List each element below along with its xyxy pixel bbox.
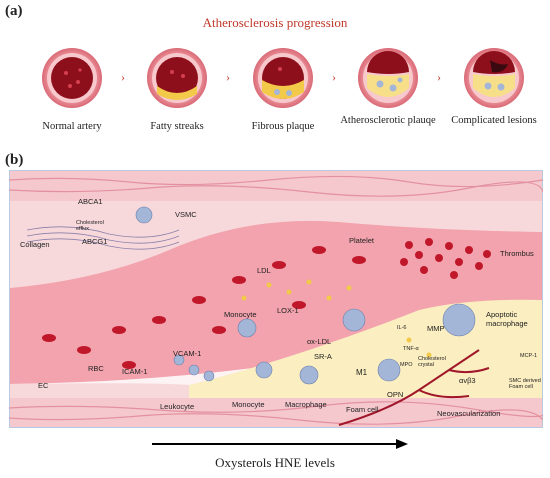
stage-complicated-lesions: [464, 48, 524, 108]
label-mmp: MMP: [427, 324, 445, 333]
progression-title: Atherosclerosis progression: [202, 15, 348, 30]
label-foam-cell: Foam cell: [346, 405, 379, 414]
stage-atherosclerotic-plaque: [358, 48, 418, 108]
label-oxldl: ox-LDL: [307, 337, 332, 346]
label-lox1: LOX-1: [277, 306, 299, 315]
label-monocyte-top: Monocyte: [224, 310, 257, 319]
label-vcam1: VCAM-1: [173, 349, 202, 358]
chevron-right-icon: ›: [437, 70, 441, 84]
label-monocyte-bottom: Monocyte: [232, 400, 265, 409]
label-ldl: LDL: [257, 266, 271, 275]
label-tnfa: TNF-α: [403, 346, 419, 352]
chevron-right-icon: ›: [226, 70, 230, 84]
label-cholesterol-efflux: Cholesterol efflux: [76, 220, 104, 232]
label-macrophage: Macrophage: [285, 400, 327, 409]
label-avb3: αvβ3: [459, 376, 476, 385]
label-cholesterol-crystal: Cholesterol crystal: [418, 356, 446, 368]
label-icam1: ICAM-1: [122, 367, 148, 376]
label-platelet: Platelet: [349, 236, 375, 245]
label-mpo: MPO: [400, 362, 413, 368]
label-m1: M1: [356, 368, 368, 377]
label-rbc: RBC: [88, 364, 104, 373]
stage-label: Atherosclerotic plauqe: [340, 115, 436, 126]
panel-a-label: (a): [5, 3, 23, 19]
stage-label: Complicated lesions: [451, 115, 537, 126]
artery-cross-sections: [42, 48, 524, 108]
label-apoptotic-macrophage: Apoptotic macrophage: [486, 310, 528, 328]
stage-fatty-streaks: [147, 48, 207, 108]
chevron-right-icon: ›: [121, 70, 125, 84]
stage-normal-artery: [42, 48, 102, 108]
chevron-right-icon: ›: [332, 70, 336, 84]
label-collagen: Collagen: [20, 240, 50, 249]
label-neovascularization: Neovascularization: [437, 409, 501, 418]
label-il6: IL-6: [397, 325, 407, 331]
stage-label: Fibrous plaque: [251, 121, 315, 132]
label-ec: EC: [38, 381, 49, 390]
label-abcg1: ABCG1: [82, 237, 108, 246]
increase-arrow: [152, 439, 408, 449]
label-mcp1: MCP-1: [520, 353, 538, 359]
panel-b-label: (b): [5, 152, 24, 168]
stage-label: Fatty streaks: [150, 121, 204, 132]
label-opn: OPN: [387, 390, 404, 399]
label-sra: SR-A: [314, 352, 332, 361]
stage-label: Normal artery: [42, 121, 102, 132]
vessel-illustration: [9, 170, 543, 428]
label-leukocyte: Leukocyte: [160, 402, 195, 411]
label-smc-foam-cell: SMC derived Foam cell: [509, 378, 541, 390]
axis-label: Oxysterols HNE levels: [215, 455, 335, 470]
label-thrombus: Thrombus: [500, 249, 534, 258]
label-abca1: ABCA1: [78, 197, 103, 206]
stage-fibrous-plaque: [253, 48, 313, 108]
label-vsmc: VSMC: [175, 210, 197, 219]
